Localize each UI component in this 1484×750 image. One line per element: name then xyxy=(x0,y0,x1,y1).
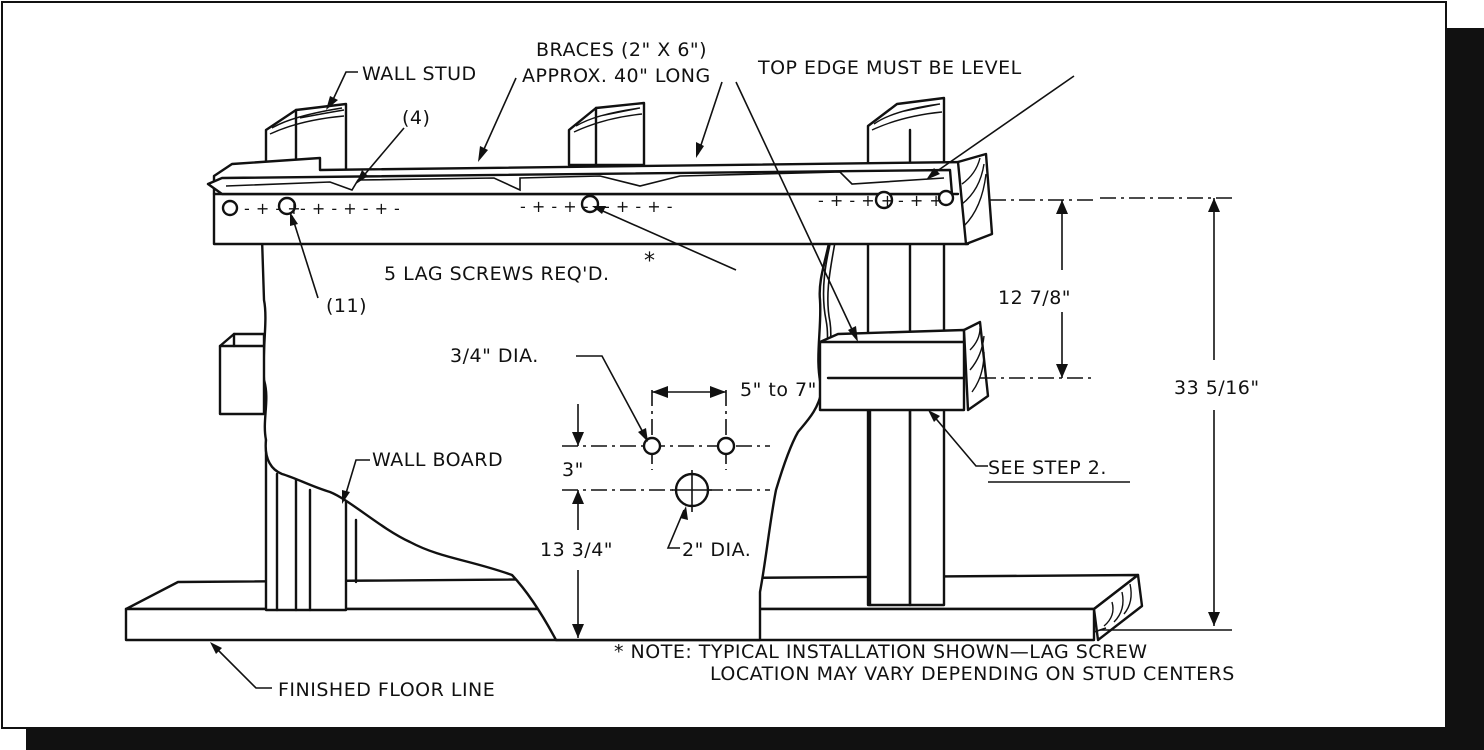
label-lag-screws: 5 LAG SCREWS REQ'D. xyxy=(384,263,610,285)
label-dim-5-to-7: 5" to 7" xyxy=(740,379,817,401)
labels: WALL STUD BRACES (2" X 6") APPROX. 40" L… xyxy=(278,39,1260,701)
label-dim-33-5-16: 33 5/16" xyxy=(1174,377,1260,399)
leader-lines xyxy=(210,71,1107,689)
svg-text:- + - + -: - + - + - xyxy=(520,197,589,216)
label-dim-13-3-4: 13 3/4" xyxy=(540,539,613,561)
label-finished-floor: FINISHED FLOOR LINE xyxy=(278,679,495,701)
svg-text:- + - + - + -: - + - + - + - xyxy=(300,199,400,218)
label-see-step-2: SEE STEP 2. xyxy=(988,457,1107,479)
outlet-box xyxy=(218,332,266,416)
dimension-lines xyxy=(572,197,1232,638)
label-note-line1: * NOTE: TYPICAL INSTALLATION SHOWN—LAG S… xyxy=(614,641,1148,663)
svg-text:- + - +: - + - + xyxy=(244,199,301,218)
label-wall-stud: WALL STUD xyxy=(362,63,477,85)
label-part-11: (11) xyxy=(326,295,367,317)
label-note-line2: LOCATION MAY VARY DEPENDING ON STUD CENT… xyxy=(710,663,1235,685)
hole-pattern xyxy=(562,390,770,512)
svg-text:- + +: - + + xyxy=(898,191,943,210)
label-dim-12-7-8: 12 7/8" xyxy=(998,287,1071,309)
label-braces-line2: APPROX. 40" LONG xyxy=(522,65,711,87)
label-part-4: (4) xyxy=(402,107,430,129)
label-dia-2: 2" DIA. xyxy=(682,539,751,561)
cross-brace xyxy=(818,320,990,412)
wall-stud-middle xyxy=(567,101,646,167)
label-dim-3: 3" xyxy=(562,459,584,481)
label-braces-line1: BRACES (2" X 6") xyxy=(536,39,707,61)
label-top-edge: TOP EDGE MUST BE LEVEL xyxy=(757,57,1022,79)
svg-text:- + - + +: - + - + + xyxy=(818,191,895,210)
svg-text:- + - + -: - + - + - xyxy=(604,197,673,216)
label-dia-3-4: 3/4" DIA. xyxy=(450,345,539,367)
lag-screws: - + - + - + - + - + - - + - + - - + - + … xyxy=(221,189,955,218)
label-lag-asterisk: * xyxy=(644,249,656,274)
label-wall-board: WALL BOARD xyxy=(372,449,503,471)
